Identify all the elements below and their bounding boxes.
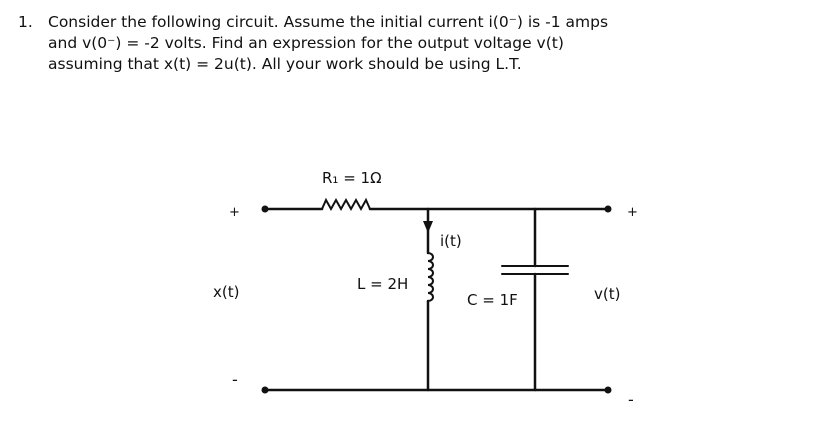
current-label: i(t): [440, 232, 462, 250]
problem-line-1: 1. Consider the following circuit. Assum…: [18, 12, 808, 33]
output-minus-sign: -: [628, 390, 634, 409]
current-arrow-icon: [423, 221, 433, 233]
output-terminal-bottom: [604, 386, 612, 394]
problem-text-line-2: and v(0⁻) = -2 volts. Find an expression…: [48, 34, 564, 52]
input-plus-sign: +: [229, 205, 240, 220]
problem-statement: 1. Consider the following circuit. Assum…: [18, 12, 808, 75]
output-terminal-top: [604, 205, 612, 213]
problem-text-line-3: assuming that x(t) = 2u(t). All your wor…: [48, 55, 522, 73]
problem-number: 1.: [18, 13, 33, 31]
inductor-symbol: [427, 252, 434, 302]
input-terminal-top: [261, 205, 269, 213]
output-plus-sign: +: [627, 205, 638, 220]
input-label: x(t): [213, 283, 239, 301]
output-label: v(t): [594, 285, 620, 303]
resistor-symbol: [321, 197, 371, 212]
input-terminal-bottom: [261, 386, 269, 394]
problem-text-line-1: Consider the following circuit. Assume t…: [48, 13, 609, 31]
capacitor-label: C = 1F: [467, 291, 518, 309]
input-minus-sign: -: [232, 370, 238, 389]
resistor-label: R₁ = 1Ω: [322, 169, 382, 187]
inductor-label: L = 2H: [357, 275, 408, 293]
